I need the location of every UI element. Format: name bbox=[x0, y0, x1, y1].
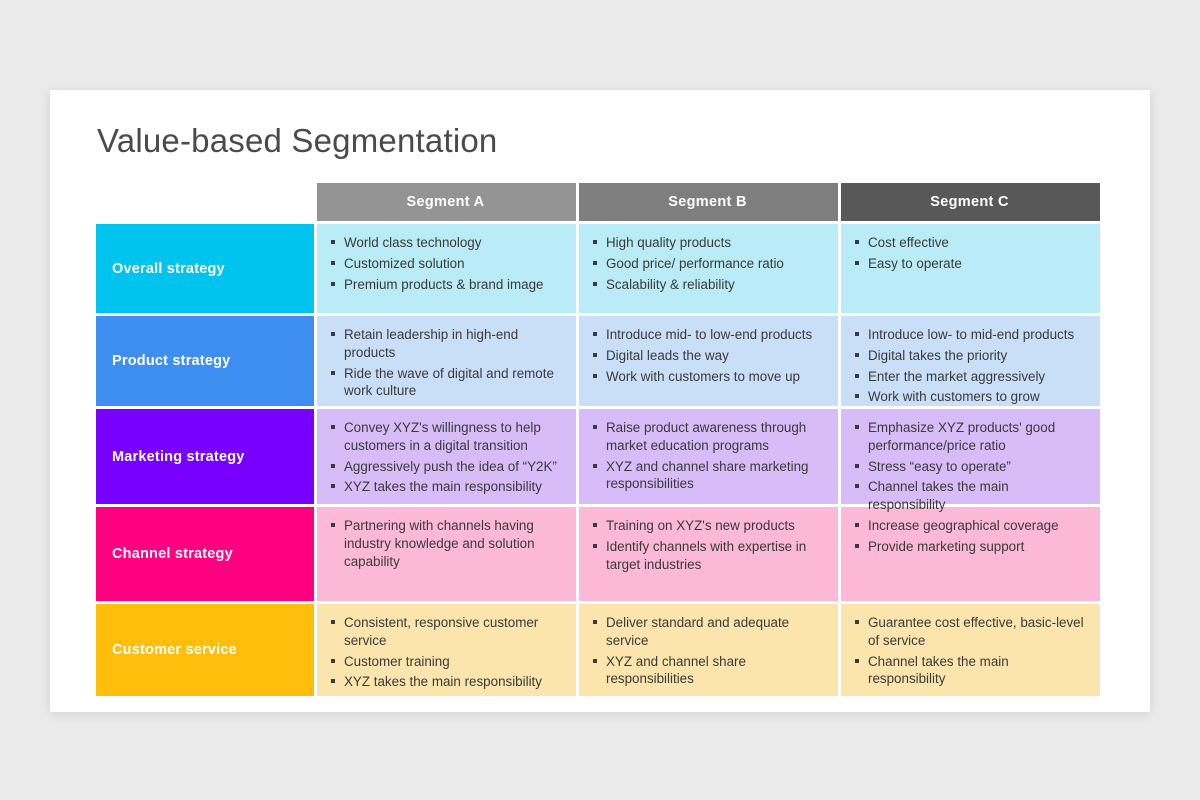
matrix-row-customer-service: Customer service Consistent, responsive … bbox=[96, 604, 1100, 696]
bullet-item: XYZ and channel share marketing responsi… bbox=[591, 458, 824, 494]
bullet-item: XYZ takes the main responsibility bbox=[329, 478, 562, 496]
bullet-item: Scalability & reliability bbox=[591, 276, 824, 294]
bullet-item: XYZ takes the main responsibility bbox=[329, 673, 562, 691]
matrix-row-product-strategy: Product strategy Retain leadership in hi… bbox=[96, 316, 1100, 406]
bullet-item: XYZ and channel share responsibilities bbox=[591, 653, 824, 689]
row-label-channel-strategy[interactable]: Channel strategy bbox=[96, 507, 314, 601]
bullet-item: Stress “easy to operate” bbox=[853, 458, 1086, 476]
bullet-list: Raise product awareness through market e… bbox=[591, 419, 824, 493]
row-label-customer-service[interactable]: Customer service bbox=[96, 604, 314, 696]
page-title: Value-based Segmentation bbox=[97, 122, 498, 159]
bullet-list: Partnering with channels having industry… bbox=[329, 517, 562, 570]
cell-channel-strategy-segment-a[interactable]: Partnering with channels having industry… bbox=[317, 507, 576, 601]
segmentation-matrix: Segment A Segment B Segment C Overall st… bbox=[96, 183, 1100, 696]
bullet-item: Channel takes the main responsibility bbox=[853, 653, 1086, 689]
bullet-item: World class technology bbox=[329, 234, 562, 252]
bullet-item: Easy to operate bbox=[853, 255, 1086, 273]
bullet-item: Ride the wave of digital and remote work… bbox=[329, 365, 562, 401]
bullet-item: Training on XYZ's new products bbox=[591, 517, 824, 535]
bullet-item: Aggressively push the idea of “Y2K” bbox=[329, 458, 562, 476]
matrix-corner-cell bbox=[96, 183, 314, 221]
bullet-item: Work with customers to move up bbox=[591, 368, 824, 386]
bullet-list: Guarantee cost effective, basic-level of… bbox=[853, 614, 1086, 688]
bullet-item: Work with customers to grow bbox=[853, 388, 1086, 406]
matrix-header-row: Segment A Segment B Segment C bbox=[96, 183, 1100, 221]
bullet-item: Customized solution bbox=[329, 255, 562, 273]
bullet-item: Partnering with channels having industry… bbox=[329, 517, 562, 570]
bullet-item: Channel takes the main responsibility bbox=[853, 478, 1086, 514]
bullet-item: Digital leads the way bbox=[591, 347, 824, 365]
bullet-item: Retain leadership in high-end products bbox=[329, 326, 562, 362]
bullet-item: Introduce low- to mid-end products bbox=[853, 326, 1086, 344]
slide-surface: Value-based Segmentation Segment A Segme… bbox=[50, 90, 1150, 712]
row-label-overall-strategy[interactable]: Overall strategy bbox=[96, 224, 314, 313]
column-header-segment-b[interactable]: Segment B bbox=[579, 183, 838, 221]
bullet-item: Identify channels with expertise in targ… bbox=[591, 538, 824, 574]
bullet-item: Deliver standard and adequate service bbox=[591, 614, 824, 650]
matrix-row-channel-strategy: Channel strategy Partnering with channel… bbox=[96, 507, 1100, 601]
cell-customer-service-segment-c[interactable]: Guarantee cost effective, basic-level of… bbox=[841, 604, 1100, 696]
cell-marketing-strategy-segment-c[interactable]: Emphasize XYZ products' good performance… bbox=[841, 409, 1100, 512]
cell-marketing-strategy-segment-a[interactable]: Convey XYZ's willingness to help custome… bbox=[317, 409, 576, 504]
bullet-item: Consistent, responsive customer service bbox=[329, 614, 562, 650]
bullet-item: Raise product awareness through market e… bbox=[591, 419, 824, 455]
bullet-item: Guarantee cost effective, basic-level of… bbox=[853, 614, 1086, 650]
bullet-item: High quality products bbox=[591, 234, 824, 252]
row-label-product-strategy[interactable]: Product strategy bbox=[96, 316, 314, 406]
bullet-item: Good price/ performance ratio bbox=[591, 255, 824, 273]
bullet-item: Premium products & brand image bbox=[329, 276, 562, 294]
bullet-item: Customer training bbox=[329, 653, 562, 671]
bullet-item: Introduce mid- to low-end products bbox=[591, 326, 824, 344]
bullet-item: Provide marketing support bbox=[853, 538, 1086, 556]
bullet-item: Cost effective bbox=[853, 234, 1086, 252]
bullet-item: Digital takes the priority bbox=[853, 347, 1086, 365]
bullet-item: Enter the market aggressively bbox=[853, 368, 1086, 386]
column-header-segment-c[interactable]: Segment C bbox=[841, 183, 1100, 221]
column-header-segment-a[interactable]: Segment A bbox=[317, 183, 576, 221]
matrix-row-marketing-strategy: Marketing strategy Convey XYZ's willingn… bbox=[96, 409, 1100, 512]
bullet-item: Emphasize XYZ products' good performance… bbox=[853, 419, 1086, 455]
bullet-list: Convey XYZ's willingness to help custome… bbox=[329, 419, 562, 496]
row-label-marketing-strategy[interactable]: Marketing strategy bbox=[96, 409, 314, 504]
bullet-item: Convey XYZ's willingness to help custome… bbox=[329, 419, 562, 455]
bullet-item: Increase geographical coverage bbox=[853, 517, 1086, 535]
bullet-list: Emphasize XYZ products' good performance… bbox=[853, 419, 1086, 514]
cell-marketing-strategy-segment-b[interactable]: Raise product awareness through market e… bbox=[579, 409, 838, 504]
